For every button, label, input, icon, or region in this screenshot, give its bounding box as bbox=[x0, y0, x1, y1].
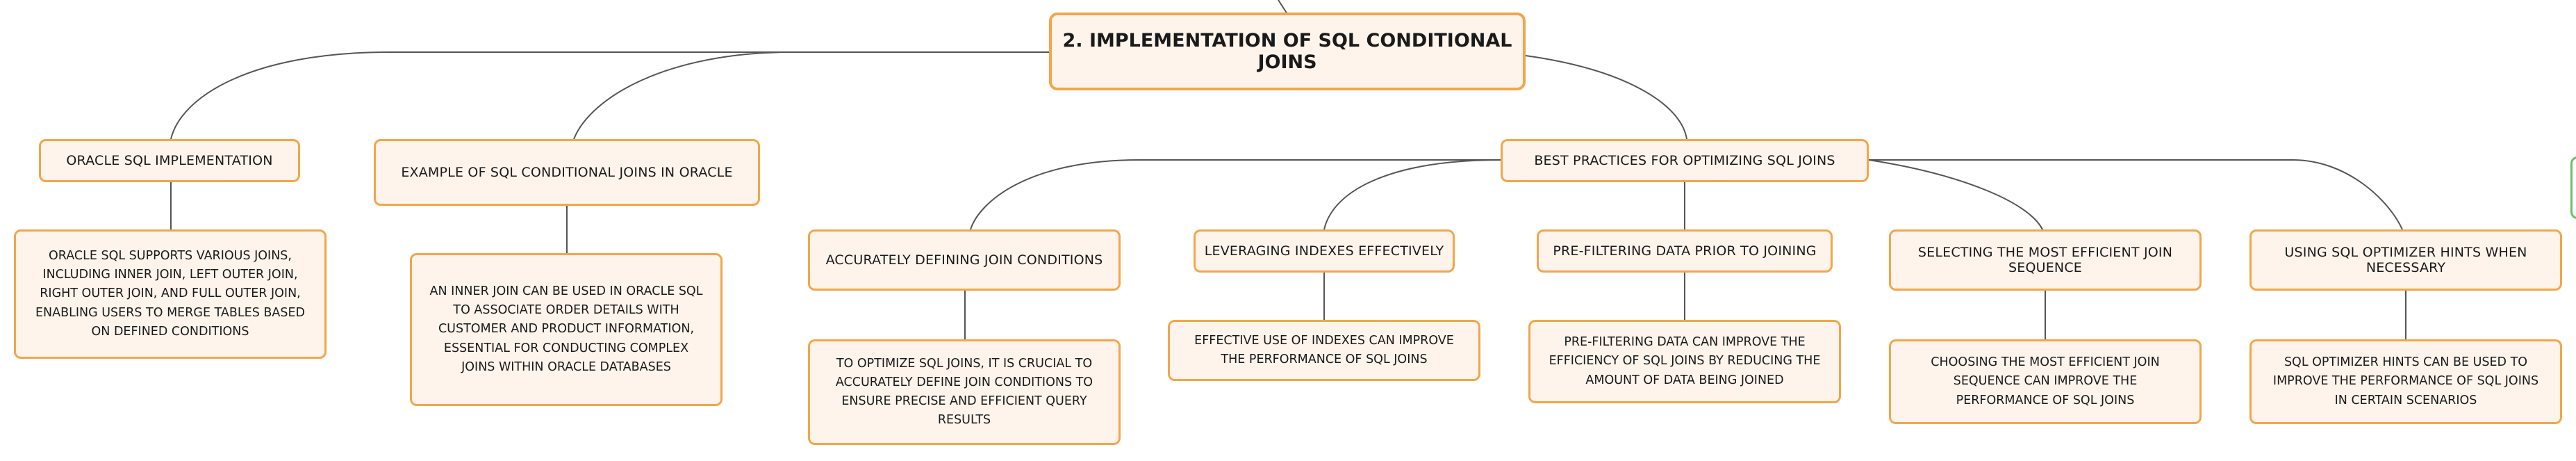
offscreen-node-edge[interactable] bbox=[2570, 156, 2576, 219]
connector-root-bestpractices bbox=[1525, 55, 1687, 140]
detail-optimizer-hints[interactable]: SQL OPTIMIZER HINTS CAN BE USED TO IMPRO… bbox=[2249, 339, 2562, 424]
subtopic-title: SELECTING THE MOST EFFICIENT JOIN SEQUEN… bbox=[1917, 245, 2173, 275]
subtopic-title: ACCURATELY DEFINING JOIN CONDITIONS bbox=[825, 252, 1103, 268]
detail-text: EFFECTIVE USE OF INDEXES CAN IMPROVE THE… bbox=[1194, 333, 1454, 366]
subtopic-optimizer-hints[interactable]: USING SQL OPTIMIZER HINTS WHEN NECESSARY bbox=[2249, 229, 2562, 291]
detail-text: CHOOSING THE MOST EFFICIENT JOIN SEQUENC… bbox=[1931, 355, 2160, 407]
detail-pre-filtering-data[interactable]: PRE-FILTERING DATA CAN IMPROVE THE EFFIC… bbox=[1528, 320, 1841, 403]
subtopic-leveraging-indexes[interactable]: LEVERAGING INDEXES EFFECTIVELY bbox=[1194, 229, 1455, 273]
topic-example-conditional-joins[interactable]: EXAMPLE OF SQL CONDITIONAL JOINS IN ORAC… bbox=[374, 139, 760, 206]
connector-root-example bbox=[573, 51, 1049, 140]
detail-text: ORACLE SQL SUPPORTS VARIOUS JOINS, INCLU… bbox=[35, 249, 305, 339]
detail-oracle-sql-implementation[interactable]: ORACLE SQL SUPPORTS VARIOUS JOINS, INCLU… bbox=[14, 229, 327, 359]
connector-bp-accurate bbox=[970, 159, 1501, 230]
detail-text: TO OPTIMIZE SQL JOINS, IT IS CRUCIAL TO … bbox=[835, 356, 1093, 428]
detail-accurate-join-conditions[interactable]: TO OPTIMIZE SQL JOINS, IT IS CRUCIAL TO … bbox=[808, 339, 1121, 445]
connector-root-oracle bbox=[170, 51, 1049, 140]
detail-text: AN INNER JOIN CAN BE USED IN ORACLE SQL … bbox=[429, 284, 703, 374]
root-title: 2. IMPLEMENTATION OF SQL CONDITIONAL JOI… bbox=[1062, 30, 1512, 73]
topic-title: BEST PRACTICES FOR OPTIMIZING SQL JOINS bbox=[1534, 153, 1835, 168]
subtopic-efficient-join-sequence[interactable]: SELECTING THE MOST EFFICIENT JOIN SEQUEN… bbox=[1889, 229, 2202, 291]
detail-text: PRE-FILTERING DATA CAN IMPROVE THE EFFIC… bbox=[1549, 335, 1821, 387]
topic-best-practices[interactable]: BEST PRACTICES FOR OPTIMIZING SQL JOINS bbox=[1501, 139, 1869, 182]
topic-oracle-sql-implementation[interactable]: ORACLE SQL IMPLEMENTATION bbox=[39, 139, 300, 182]
detail-example-conditional-joins[interactable]: AN INNER JOIN CAN BE USED IN ORACLE SQL … bbox=[410, 253, 723, 406]
connector-bp-sequence bbox=[1868, 159, 2043, 230]
connector-parent bbox=[1278, 0, 1288, 15]
connector-bp-indexes bbox=[1323, 159, 1501, 230]
subtopic-title: PRE-FILTERING DATA PRIOR TO JOINING bbox=[1553, 243, 1817, 259]
topic-title: ORACLE SQL IMPLEMENTATION bbox=[66, 153, 273, 168]
connector-bp-hints bbox=[1869, 159, 2403, 230]
subtopic-title: LEVERAGING INDEXES EFFECTIVELY bbox=[1204, 243, 1444, 259]
detail-text: SQL OPTIMIZER HINTS CAN BE USED TO IMPRO… bbox=[2272, 355, 2539, 407]
detail-efficient-join-sequence[interactable]: CHOOSING THE MOST EFFICIENT JOIN SEQUENC… bbox=[1889, 339, 2202, 424]
root-topic[interactable]: 2. IMPLEMENTATION OF SQL CONDITIONAL JOI… bbox=[1049, 13, 1526, 90]
subtopic-pre-filtering-data[interactable]: PRE-FILTERING DATA PRIOR TO JOINING bbox=[1537, 229, 1833, 273]
topic-title: EXAMPLE OF SQL CONDITIONAL JOINS IN ORAC… bbox=[401, 165, 733, 180]
detail-leveraging-indexes[interactable]: EFFECTIVE USE OF INDEXES CAN IMPROVE THE… bbox=[1168, 320, 1480, 381]
subtopic-title: USING SQL OPTIMIZER HINTS WHEN NECESSARY bbox=[2284, 245, 2527, 275]
subtopic-accurate-join-conditions[interactable]: ACCURATELY DEFINING JOIN CONDITIONS bbox=[808, 229, 1121, 291]
